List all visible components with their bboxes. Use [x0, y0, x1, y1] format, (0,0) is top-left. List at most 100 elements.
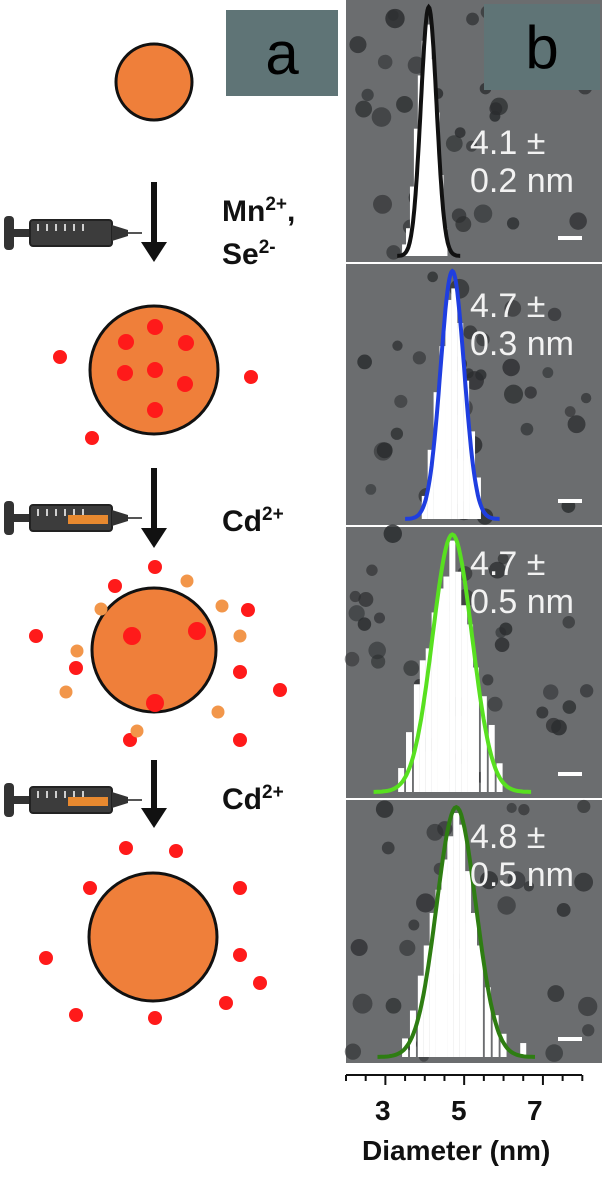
histogram-bar [457, 322, 464, 519]
nanoparticle-blob [556, 903, 571, 917]
nanoparticle-blob [426, 823, 444, 841]
nanoparticle-blob [545, 1044, 564, 1062]
nanoparticle-blob [504, 299, 522, 317]
nanoparticle-blob [497, 553, 509, 565]
nanoparticle-blob [506, 217, 520, 230]
nanoparticle-blob [502, 358, 520, 377]
histogram-bar [451, 288, 458, 519]
histogram-bar [453, 813, 460, 1057]
histogram-panel [346, 264, 602, 525]
x-tick-label: 3 [375, 1095, 391, 1126]
dopant-dot [177, 376, 193, 392]
nanoparticle-blob [562, 615, 575, 629]
histogram-bar [425, 24, 432, 257]
nanoparticle-blob [542, 367, 554, 379]
histogram-bar [455, 571, 462, 792]
histogram-bar [429, 59, 436, 256]
nanoparticle-blob [494, 637, 510, 653]
panel-a-label: a [226, 10, 338, 96]
nanoparticle-blob [520, 422, 534, 436]
dopant-dot [233, 948, 247, 962]
histogram-bar [431, 612, 438, 792]
dopant-dot [244, 370, 258, 384]
nanocrystal-core [90, 586, 218, 714]
nanoparticle-blob [503, 384, 524, 404]
nanoparticle-blob [499, 622, 513, 636]
histogram-bar [441, 859, 448, 1057]
histogram-bar [443, 576, 450, 792]
nanoparticle-blob [344, 1043, 362, 1060]
nanoparticle-blob [371, 107, 392, 127]
dopant-dot [119, 841, 133, 855]
histogram-bar [423, 945, 430, 1057]
nanoparticle-blob [582, 1024, 595, 1037]
reagent-label-cd-1: Cd2+ [222, 504, 284, 538]
nanoparticle-blob [377, 54, 393, 70]
dopant-dot [169, 844, 183, 858]
panel-a-schematic [4, 42, 287, 1025]
nanoparticle-blob [569, 212, 587, 230]
dopant-dot [188, 622, 206, 640]
nanoparticle-blob [562, 700, 577, 714]
nanoparticle-blob [497, 896, 516, 915]
nanoparticle-blob [536, 706, 549, 719]
gaussian-fit-curve [405, 268, 500, 521]
nanoparticle-blob [375, 800, 394, 818]
histogram-bar [480, 696, 487, 792]
cd-ion-dot [215, 599, 229, 613]
gaussian-fit-curve [373, 532, 532, 794]
nanoparticle-blob [507, 871, 526, 890]
nanoparticle-blob [551, 719, 567, 736]
scale-bar [558, 236, 582, 240]
dopant-dot [29, 629, 43, 643]
nanoparticle-blob [524, 386, 537, 399]
cd-ion-dot [70, 644, 84, 658]
nanoparticle-blob [476, 332, 490, 347]
nanoparticle-blob [482, 674, 494, 686]
dopant-dot [123, 733, 137, 747]
nanoparticle-blob [488, 561, 506, 579]
histogram-bar [472, 667, 479, 792]
stat-label-2: 4.7 ±0.3 nm [470, 287, 574, 363]
dopant-dot [147, 319, 163, 335]
histogram-bar [425, 648, 432, 792]
nanoparticle-blob [479, 871, 499, 890]
nanoparticle-blob [487, 696, 503, 712]
histogram-bar [447, 836, 454, 1057]
nanoparticle-blob [427, 271, 438, 283]
syringe-icon [4, 783, 142, 817]
nanoparticle-blob [392, 340, 403, 351]
cd-ion-dot [180, 574, 194, 588]
nanoparticle-blob [349, 36, 367, 54]
dopant-dot [108, 579, 122, 593]
nanoparticle-blob [368, 641, 386, 660]
nanoparticle-blob [445, 135, 463, 152]
nanoparticle-blob [489, 110, 501, 122]
nanoparticle-blob [358, 592, 374, 607]
dopant-dot [178, 335, 194, 351]
nanoparticle-blob [357, 617, 372, 631]
scale-bar [558, 1037, 582, 1041]
histogram-bar [417, 975, 424, 1057]
nanoparticle-blob [490, 97, 508, 116]
dopant-dot [241, 603, 255, 617]
histogram-bar [469, 431, 476, 519]
nanoparticle-blob [348, 605, 365, 622]
nanocrystal-core [114, 42, 194, 122]
nanoparticle-blob [455, 216, 472, 233]
nanoparticle-blob [385, 997, 402, 1014]
nanocrystal-core [87, 871, 219, 1003]
nanoparticle-blob [361, 88, 374, 102]
nanoparticle-blob [564, 406, 576, 417]
dopant-dot [233, 733, 247, 747]
nanoparticle-blob [466, 12, 479, 26]
cd-ion-dot [94, 602, 108, 616]
dopant-dot [219, 996, 233, 1010]
nanoparticle-blob [412, 351, 426, 365]
nanoparticle-blob [577, 799, 591, 814]
dopant-dot [233, 881, 247, 895]
panel-b-histograms [344, 0, 602, 1085]
dopant-dot [85, 431, 99, 445]
nanoparticle-blob [344, 651, 360, 667]
